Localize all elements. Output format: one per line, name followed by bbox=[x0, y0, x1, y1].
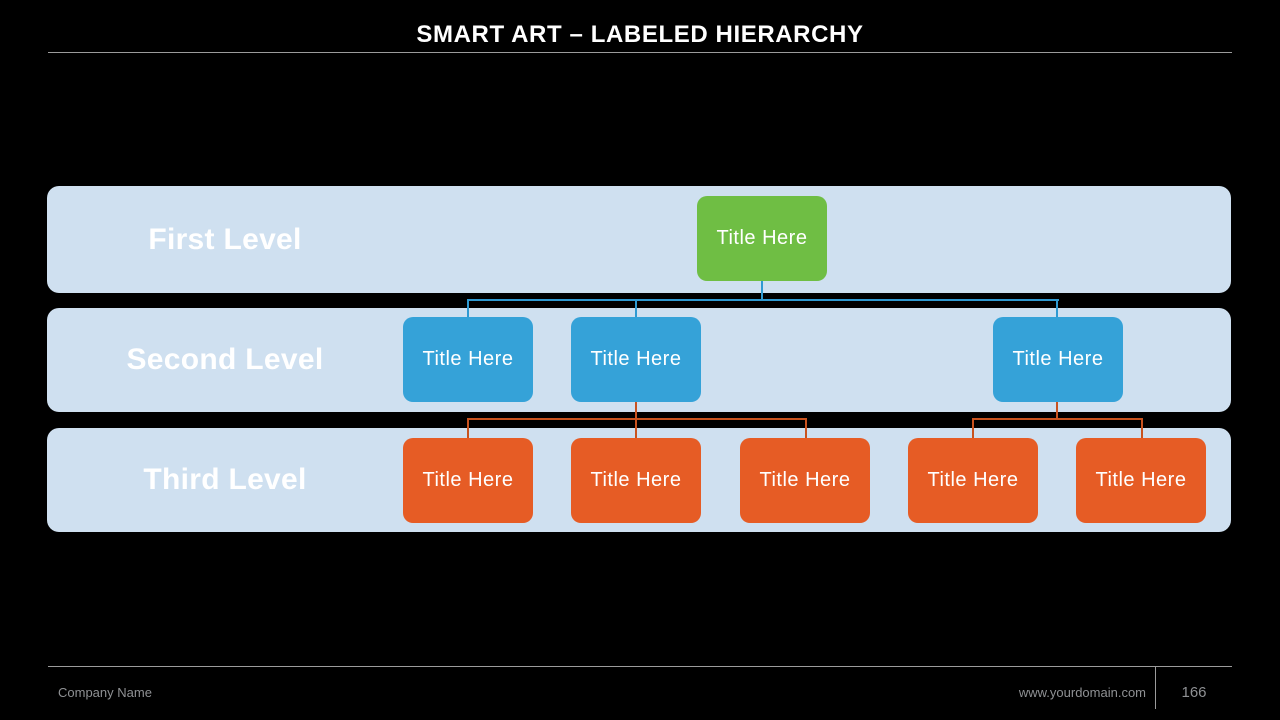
connector-groupB-drop-2 bbox=[1141, 418, 1143, 438]
connector-level2-drop-3 bbox=[1056, 299, 1058, 317]
footer-website: www.yourdomain.com bbox=[1018, 685, 1146, 700]
footer-page-number: 166 bbox=[1181, 684, 1207, 701]
node-label: Title Here bbox=[590, 469, 682, 491]
level-label-first: First Level bbox=[148, 223, 302, 256]
footer-vertical-divider bbox=[1155, 666, 1156, 709]
node-label: Title Here bbox=[590, 348, 682, 370]
connector-groupB-vertical bbox=[1056, 402, 1058, 419]
footer-divider-line bbox=[48, 666, 1232, 667]
connector-groupB-horizontal bbox=[972, 418, 1143, 420]
connector-level2-drop-1 bbox=[467, 299, 469, 317]
connector-root-vertical bbox=[761, 281, 763, 301]
node-label: Title Here bbox=[1095, 469, 1187, 491]
node-label: Title Here bbox=[1012, 348, 1104, 370]
level-label-second: Second Level bbox=[126, 343, 324, 376]
level-label-third: Third Level bbox=[143, 463, 307, 496]
node-level2-3: Title Here bbox=[993, 317, 1123, 402]
title-divider-line bbox=[48, 52, 1232, 53]
node-level3-4: Title Here bbox=[908, 438, 1038, 523]
node-level3-2: Title Here bbox=[571, 438, 701, 523]
node-label: Title Here bbox=[716, 227, 808, 249]
connector-groupA-drop-2 bbox=[635, 418, 637, 438]
connector-groupB-drop-1 bbox=[972, 418, 974, 438]
node-level2-2: Title Here bbox=[571, 317, 701, 402]
node-level1-root: Title Here bbox=[697, 196, 827, 281]
connector-level2-horizontal bbox=[467, 299, 1059, 301]
node-label: Title Here bbox=[422, 348, 514, 370]
node-label: Title Here bbox=[927, 469, 1019, 491]
node-level2-1: Title Here bbox=[403, 317, 533, 402]
connector-level2-drop-2 bbox=[635, 299, 637, 317]
node-level3-3: Title Here bbox=[740, 438, 870, 523]
node-label: Title Here bbox=[759, 469, 851, 491]
node-label: Title Here bbox=[422, 469, 514, 491]
footer-company-name: Company Name bbox=[58, 685, 152, 700]
connector-groupA-horizontal bbox=[467, 418, 807, 420]
slide-title: SMART ART – LABELED HIERARCHY bbox=[416, 21, 864, 48]
node-level3-1: Title Here bbox=[403, 438, 533, 523]
connector-groupA-vertical bbox=[635, 402, 637, 419]
connector-groupA-drop-3 bbox=[805, 418, 807, 438]
connector-groupA-drop-1 bbox=[467, 418, 469, 438]
node-level3-5: Title Here bbox=[1076, 438, 1206, 523]
level-band-first bbox=[47, 186, 1231, 293]
